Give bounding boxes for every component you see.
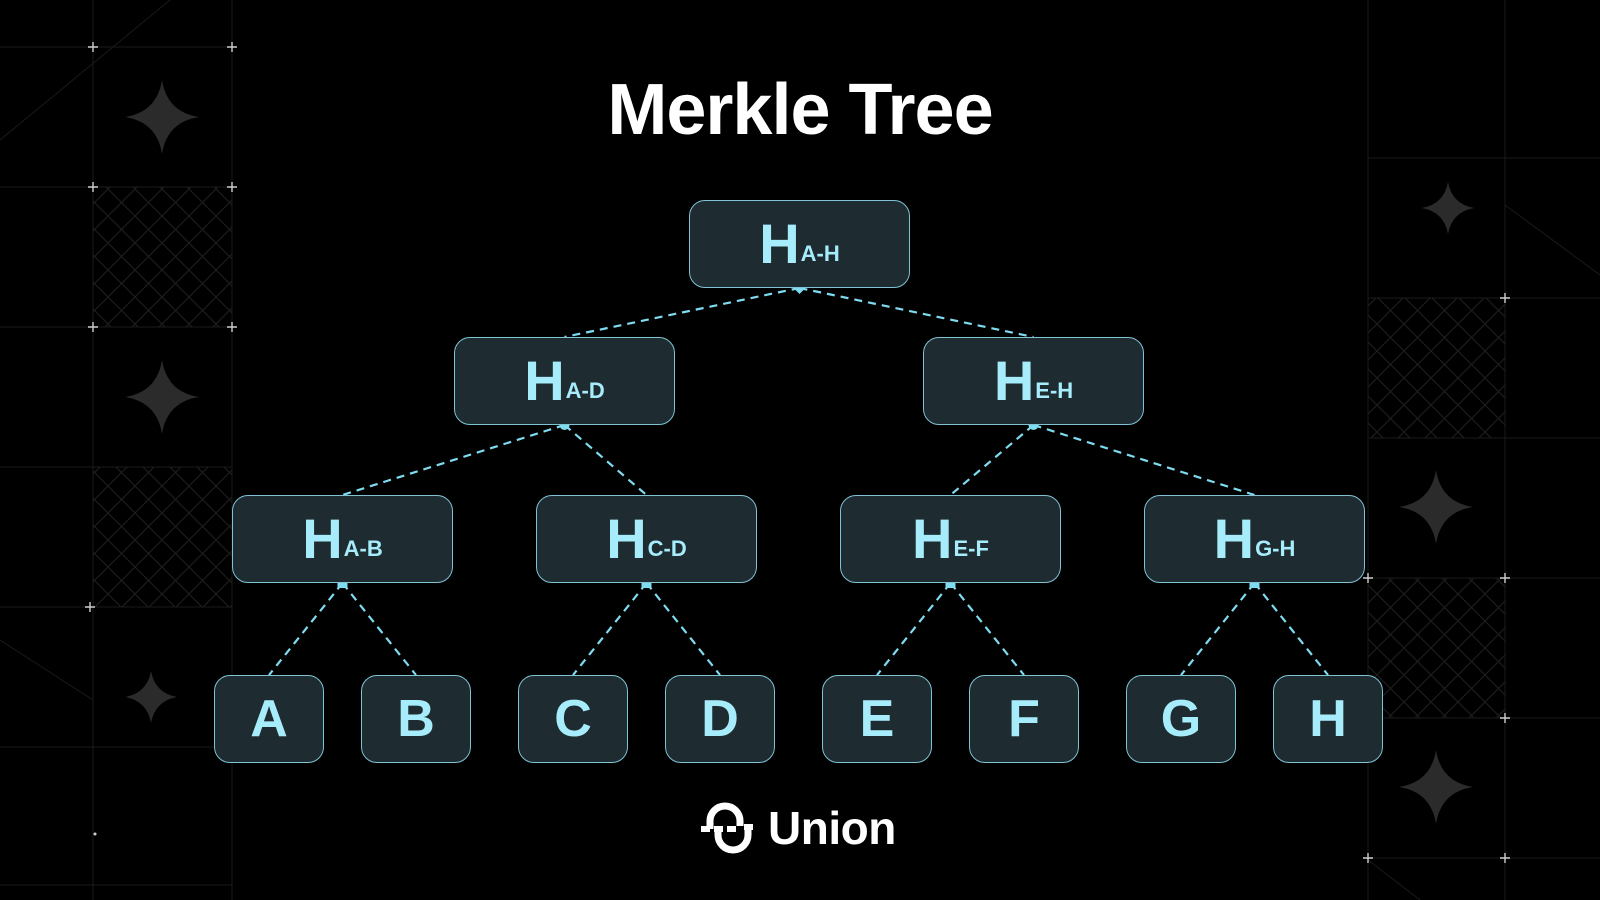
leaf-node-c: C [518,675,628,763]
leaf-label: E [859,690,895,748]
leaf-node-g: G [1126,675,1236,763]
tree-edge [341,582,417,676]
tree-edge [564,286,800,339]
tree-edge [572,582,648,676]
tree-edge [268,582,344,676]
hash-range: A-D [565,378,605,403]
hash-range: E-F [953,536,989,561]
hash-range: A-B [343,536,383,561]
hash-letter: H [912,507,953,570]
tree-edge [876,582,952,676]
tree-edge [949,424,1035,496]
leaf-label: C [554,690,592,748]
leaf-label: B [397,690,435,748]
union-logo-icon [701,802,753,854]
leaf-label: A [250,690,288,748]
hash-range: E-H [1035,378,1074,403]
edge-junction-marker [337,578,348,588]
tree-edge [645,582,721,676]
hash-letter: H [606,507,647,570]
hash-letter: H [993,349,1035,412]
hash-letter: H [759,212,800,275]
tree-edge [949,582,1025,676]
tree-edge [1180,582,1256,676]
hash-letter: H [524,349,565,412]
tree-edge [342,423,565,497]
diagram-title: Merkle Tree [607,70,993,150]
edge-junction-marker [945,578,956,588]
edge-junction-marker [1249,578,1260,588]
leaf-node-a: A [214,675,324,763]
tree-edge [1033,423,1255,497]
tree-edge [799,286,1034,339]
leaf-node-e: E [822,675,932,763]
hash-letter: H [302,507,343,570]
edge-junction-marker [641,578,652,588]
leaf-node-d: D [665,675,775,763]
leaf-node-h: H [1273,675,1383,763]
brand-name: Union [768,802,896,854]
leaf-label: G [1160,690,1202,748]
hash-range: C-D [647,536,687,561]
leaf-label: D [701,690,739,748]
hash-range: G-H [1255,536,1296,561]
leaf-label: H [1309,690,1347,748]
leaf-node-f: F [969,675,1079,763]
tree-edge [563,424,648,496]
hash-range: A-H [800,241,840,266]
leaf-node-b: B [361,675,471,763]
hash-letter: H [1213,507,1255,570]
union-logo: Union [700,798,896,858]
leaf-label: F [1008,690,1040,748]
tree-edge [1253,582,1329,676]
